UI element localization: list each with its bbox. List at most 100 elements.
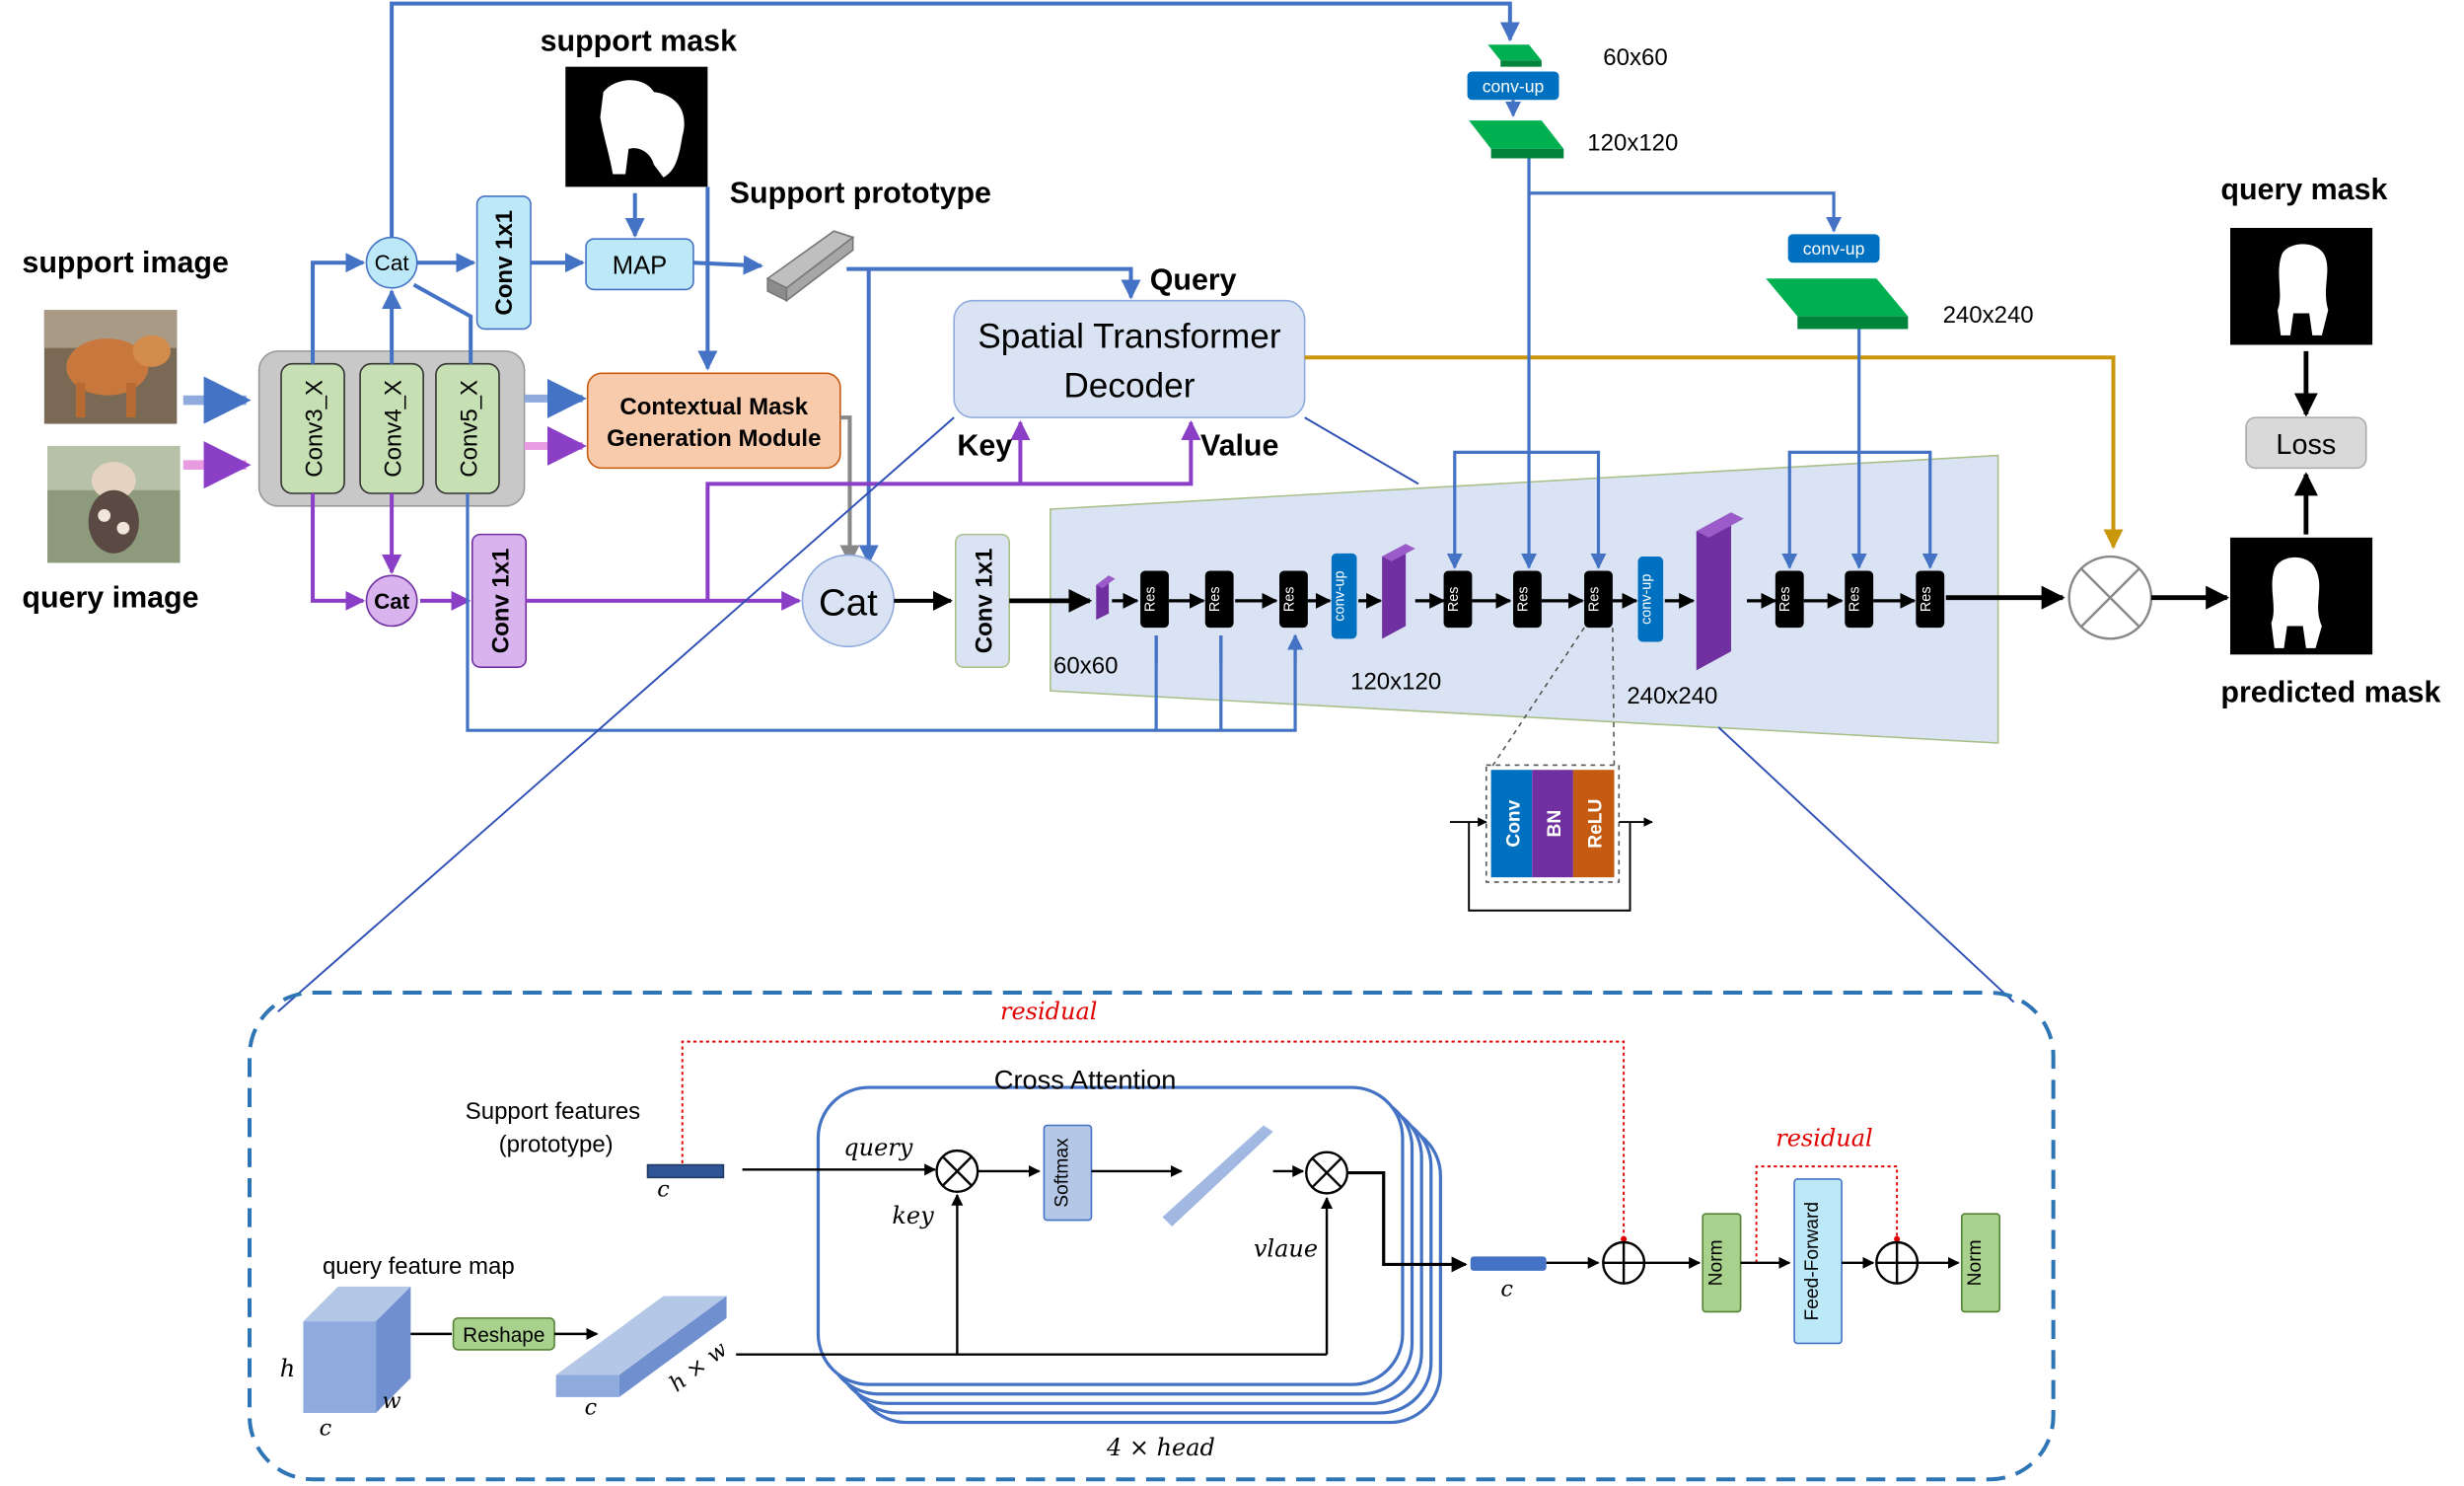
input-arrows [182, 376, 252, 489]
res-block: Res [1279, 570, 1308, 629]
res-label: Res [1919, 586, 1934, 612]
res-label: Res [1281, 586, 1297, 612]
c-label: c [1500, 1276, 1513, 1301]
norm-box-2: Norm [1960, 1213, 2001, 1313]
top-conv-up-2: conv-up [1787, 234, 1880, 263]
res-detail-relu: ReLU [1586, 799, 1607, 849]
conv1x1-after-label: Conv 1x1 [972, 549, 998, 654]
support-features-label-2: (prototype) [499, 1132, 614, 1158]
support-mask-image [565, 66, 708, 187]
c-label: c [657, 1177, 670, 1203]
attention-out-arrow [1346, 1170, 1468, 1273]
attention-map-bar [1162, 1125, 1273, 1226]
res-block: Res [1513, 570, 1542, 629]
key-label: key [892, 1202, 934, 1229]
res-label: Res [1446, 586, 1462, 612]
size-label-240: 240x240 [1627, 683, 1717, 709]
top-size-60: 60x60 [1603, 44, 1667, 71]
map-box: MAP [585, 238, 694, 291]
norm-box-1: Norm [1702, 1213, 1742, 1313]
reshape-box: Reshape [452, 1317, 555, 1351]
size-label-120: 120x120 [1350, 669, 1441, 696]
predicted-mask-image [2230, 537, 2373, 655]
heads-label: 4 × head [1106, 1434, 1215, 1461]
conv-up-block-1: conv-up [1331, 553, 1357, 639]
detail-panel [248, 991, 2056, 1482]
conv-up-label: conv-up [1803, 239, 1865, 259]
query-label: query [843, 1134, 912, 1161]
res-label: Res [1777, 586, 1793, 612]
backbone-stage-conv5: Conv5_X [435, 362, 500, 494]
conv-up-label: conv-up [1333, 570, 1348, 621]
top-cat-label: Cat [375, 251, 410, 275]
loss-box: Loss [2245, 416, 2367, 470]
res-label: Res [1143, 586, 1159, 612]
std-key-label: Key [957, 429, 1012, 463]
res-label: Res [1848, 586, 1863, 612]
feature-block-240 [1696, 512, 1744, 671]
res-label: Res [1207, 586, 1223, 612]
backbone-stage-label: Conv3_X [302, 380, 328, 478]
cmgm-to-cat-arrow [839, 415, 860, 565]
res-block: Res [1775, 570, 1804, 629]
backbone-stage-conv4: Conv4_X [359, 362, 424, 494]
zoom-lines [277, 416, 2015, 1012]
res-block: Res [1584, 570, 1613, 629]
query-feature-map-label: query feature map [323, 1253, 515, 1280]
softmax-box: Softmax [1043, 1124, 1093, 1222]
res-block: Res [1443, 570, 1473, 629]
top-size-240: 240x240 [1943, 302, 2034, 329]
query-image-label: query image [22, 580, 198, 614]
add-node-2 [1875, 1240, 1920, 1285]
feature-block-60 [1096, 575, 1116, 621]
reshape-label: Reshape [463, 1324, 544, 1347]
std-box: Spatial Transformer Decoder [953, 299, 1306, 418]
support-path-arrows [311, 1, 1520, 565]
conv-up-block-2: conv-up [1637, 557, 1664, 642]
feature-block-120 [1382, 544, 1415, 639]
residual-label: residual [1000, 998, 1097, 1025]
cmgm-box: Contextual Mask Generation Module [586, 372, 841, 470]
std-label-1: Spatial Transformer [978, 318, 1281, 356]
loss-label: Loss [2276, 429, 2336, 461]
support-image [43, 310, 178, 424]
add-node-1 [1602, 1240, 1646, 1285]
norm-label: Norm [1965, 1239, 1986, 1286]
cross-attention-label: Cross Attention [994, 1065, 1177, 1095]
cmgm-label-2: Generation Module [607, 425, 821, 452]
c-label: c [320, 1415, 332, 1441]
query-feature-cube [303, 1286, 411, 1413]
softmax-label: Softmax [1051, 1138, 1072, 1208]
std-value-label: Value [1200, 429, 1278, 463]
bottom-conv1x1: Conv 1x1 [471, 533, 528, 668]
c-label: c [585, 1395, 598, 1421]
map-label: MAP [613, 252, 668, 279]
multiscale-skip-arrows [1446, 158, 1938, 569]
multiply-node [2067, 555, 2153, 640]
query-image [47, 445, 181, 563]
matmul-node-2 [1305, 1151, 1349, 1195]
top-size-120: 120x120 [1587, 130, 1678, 157]
big-cat-label: Cat [819, 581, 878, 624]
feed-forward-label: Feed-Forward [1802, 1202, 1823, 1321]
skip-connection-arrows [1154, 635, 1295, 664]
cross-attention-stack [816, 1085, 1442, 1425]
support-mask-label: support mask [541, 25, 737, 58]
res-label: Res [1515, 586, 1531, 612]
support-prototype-label: Support prototype [730, 176, 991, 209]
top-conv1x1: Conv 1x1 [475, 195, 532, 331]
predicted-mask-label: predicted mask [2220, 675, 2440, 708]
res-block-detail: Conv BN ReLU [1449, 627, 1653, 912]
query-path-arrows [311, 419, 1201, 611]
value-label: vlaue [1254, 1234, 1318, 1262]
h-label: h [280, 1355, 295, 1382]
query-mask-image [2230, 227, 2373, 345]
top-conv1x1-label: Conv 1x1 [491, 210, 518, 316]
res-block: Res [1845, 570, 1874, 629]
bottom-conv1x1-label: Conv 1x1 [488, 549, 515, 654]
norm-label: Norm [1705, 1239, 1726, 1286]
size-label-60: 60x60 [1053, 653, 1118, 680]
top-cat-node: Cat [365, 236, 418, 289]
backbone-stage-label: Conv5_X [457, 380, 483, 478]
res-detail-conv: Conv [1503, 799, 1524, 847]
